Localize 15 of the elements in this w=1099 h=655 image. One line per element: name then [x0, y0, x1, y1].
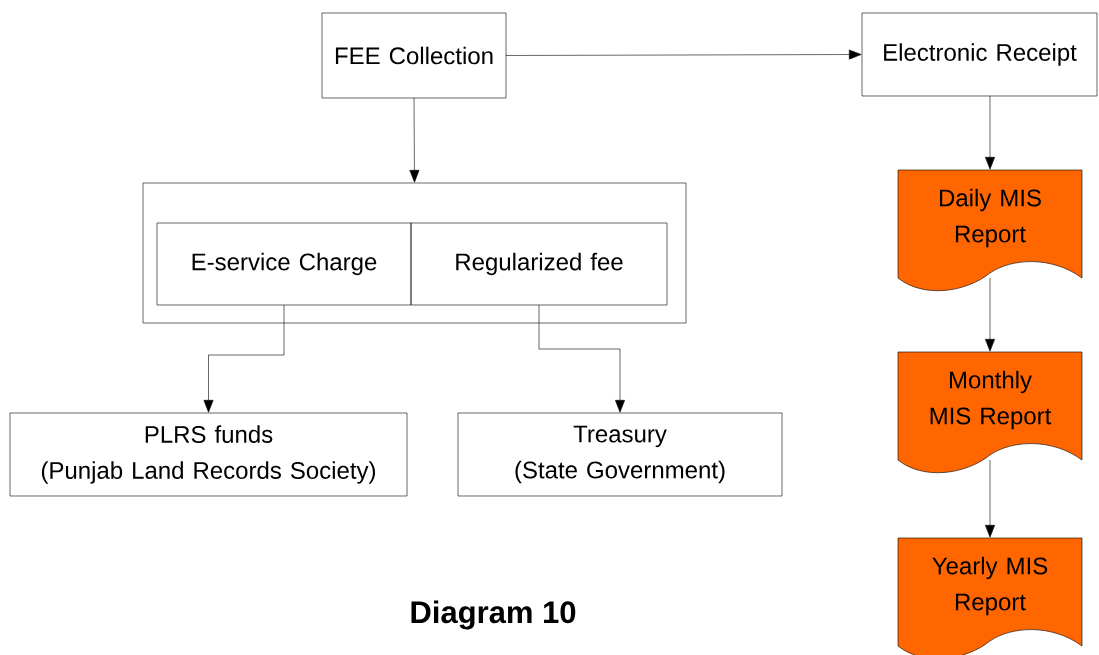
process-box: Regularized fee [410, 222, 668, 306]
arrow [985, 95, 995, 170]
process-box: E-service Charge [156, 222, 412, 306]
arrow [985, 459, 995, 538]
arrow [203, 304, 285, 413]
arrow [538, 304, 625, 413]
arrow [409, 97, 420, 183]
arrow [505, 49, 862, 60]
process-box: Electronic Receipt [861, 12, 1098, 97]
arrow [985, 277, 995, 352]
process-box: Treasury (State Government) [457, 412, 783, 497]
process-box [142, 182, 687, 324]
caption: Diagram 10 [411, 600, 576, 630]
process-box: PLRS funds (Punjab Land Records Society) [9, 412, 408, 497]
process-box: FEE Collection [321, 12, 507, 99]
